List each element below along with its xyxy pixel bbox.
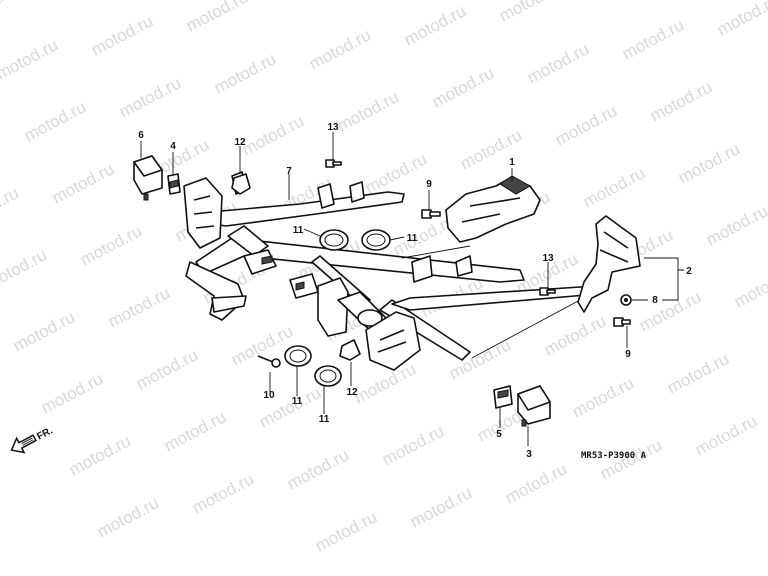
watermark-text: motod.ru [714, 0, 768, 40]
front-arrow-icon [10, 434, 37, 454]
nut-part-8 [620, 294, 632, 306]
watermark-text: motod.ru [502, 459, 570, 507]
watermark-text: motod.ru [569, 373, 637, 421]
callout-5: 5 [496, 429, 502, 440]
watermark-text: motod.ru [77, 221, 145, 269]
callout-1: 1 [509, 157, 515, 168]
watermark-text: motod.ru [183, 0, 251, 36]
callout-9-upper: 9 [426, 179, 432, 190]
watermark-text: motod.ru [21, 97, 89, 145]
watermark-text: motod.ru [38, 369, 106, 417]
fasteners [257, 159, 632, 368]
watermark-text: motod.ru [731, 263, 768, 311]
bolt-part-9-right [613, 317, 631, 327]
callout-11-upper-left: 11 [293, 225, 304, 236]
watermark-text: motod.ru [496, 0, 564, 26]
watermark-text: motod.ru [0, 0, 33, 22]
connector-part-4 [167, 173, 181, 195]
callout-3: 3 [526, 449, 532, 460]
watermark-text: motod.ru [0, 35, 61, 83]
watermark-text: motod.ru [161, 407, 229, 455]
frame-assembly [183, 171, 599, 371]
drawing-code: MR53-P3900 A [581, 451, 647, 461]
watermark-text: motod.ru [379, 421, 447, 469]
screw-part-10 [257, 355, 281, 368]
watermark-text: motod.ru [619, 15, 687, 63]
watermark-text: motod.ru [636, 287, 704, 335]
callout-11-lower-right: 11 [319, 414, 330, 425]
watermark-text: motod.ru [88, 11, 156, 59]
watermark-text: motod.ru [647, 77, 715, 125]
watermark-text: motod.ru [239, 111, 307, 159]
watermark-text: motod.ru [94, 493, 162, 541]
callout-13-upper: 13 [327, 122, 339, 133]
watermark-text: motod.ru [675, 139, 743, 187]
watermark-layer: motod.ru motod.ru motod.ru motod.ru motod.ru… [0, 0, 768, 556]
callout-8: 8 [652, 295, 658, 306]
callout-2: 2 [686, 266, 692, 277]
watermark-text: motod.ru [211, 49, 279, 97]
front-direction-indicator: FR. [10, 425, 55, 454]
callouts: 1 2 3 4 5 6 7 8 9 9 10 11 11 11 11 12 12… [138, 122, 692, 460]
watermark-text: motod.ru [703, 201, 768, 249]
hose-clamps-part-11 [284, 229, 391, 387]
watermark-text: motod.ru [580, 163, 648, 211]
watermark-text: motod.ru [457, 125, 525, 173]
watermark-text: motod.ru [10, 307, 78, 355]
harness-clips-part-12 [231, 173, 361, 361]
watermark-text: motod.ru [0, 183, 22, 231]
watermark-text: motod.ru [116, 73, 184, 121]
bolt-part-9-upper [421, 209, 441, 219]
connector-part-5 [493, 385, 513, 409]
watermark-text: motod.ru [189, 469, 257, 517]
callout-12-upper: 12 [234, 137, 246, 148]
watermark-text: motod.ru [284, 445, 352, 493]
callout-12-lower: 12 [346, 387, 358, 398]
watermark-text: motod.ru [66, 431, 134, 479]
watermark-text: motod.ru [306, 25, 374, 73]
watermark-text: motod.ru [133, 345, 201, 393]
callout-9-right: 9 [625, 349, 631, 360]
callout-11-lower-left: 11 [292, 396, 303, 407]
watermark-text: motod.ru [541, 311, 609, 359]
bolt-part-13-right [539, 287, 556, 296]
leader-lines [140, 132, 684, 446]
watermark-text: motod.ru [524, 39, 592, 87]
watermark-text: motod.ru [49, 159, 117, 207]
bolt-part-13-upper [325, 159, 342, 168]
watermark-text: motod.ru [105, 283, 173, 331]
watermark-text: motod.ru [664, 349, 732, 397]
relay-part-6 [133, 155, 163, 201]
watermark-text: motod.ru [429, 63, 497, 111]
callout-6: 6 [138, 130, 144, 141]
watermark-text: motod.ru [228, 321, 296, 369]
callout-7: 7 [286, 166, 292, 177]
front-direction-label: FR. [35, 425, 55, 442]
watermark-text: motod.ru [401, 1, 469, 49]
callout-10: 10 [263, 390, 275, 401]
watermark-text: motod.ru [0, 245, 50, 293]
watermark-text: motod.ru [407, 483, 475, 531]
callout-4: 4 [170, 141, 176, 152]
side-cover-part-2 [577, 215, 641, 313]
callout-13-right: 13 [542, 253, 554, 264]
watermark-text: motod.ru [362, 149, 430, 197]
watermark-text: motod.ru [312, 507, 380, 555]
upper-cover-part-1 [445, 175, 541, 243]
relay-box-part-3 [517, 385, 551, 427]
callout-11-upper-right: 11 [407, 233, 418, 244]
watermark-text: motod.ru [692, 411, 760, 459]
watermark-text: motod.ru [334, 87, 402, 135]
watermark-text: motod.ru [552, 101, 620, 149]
